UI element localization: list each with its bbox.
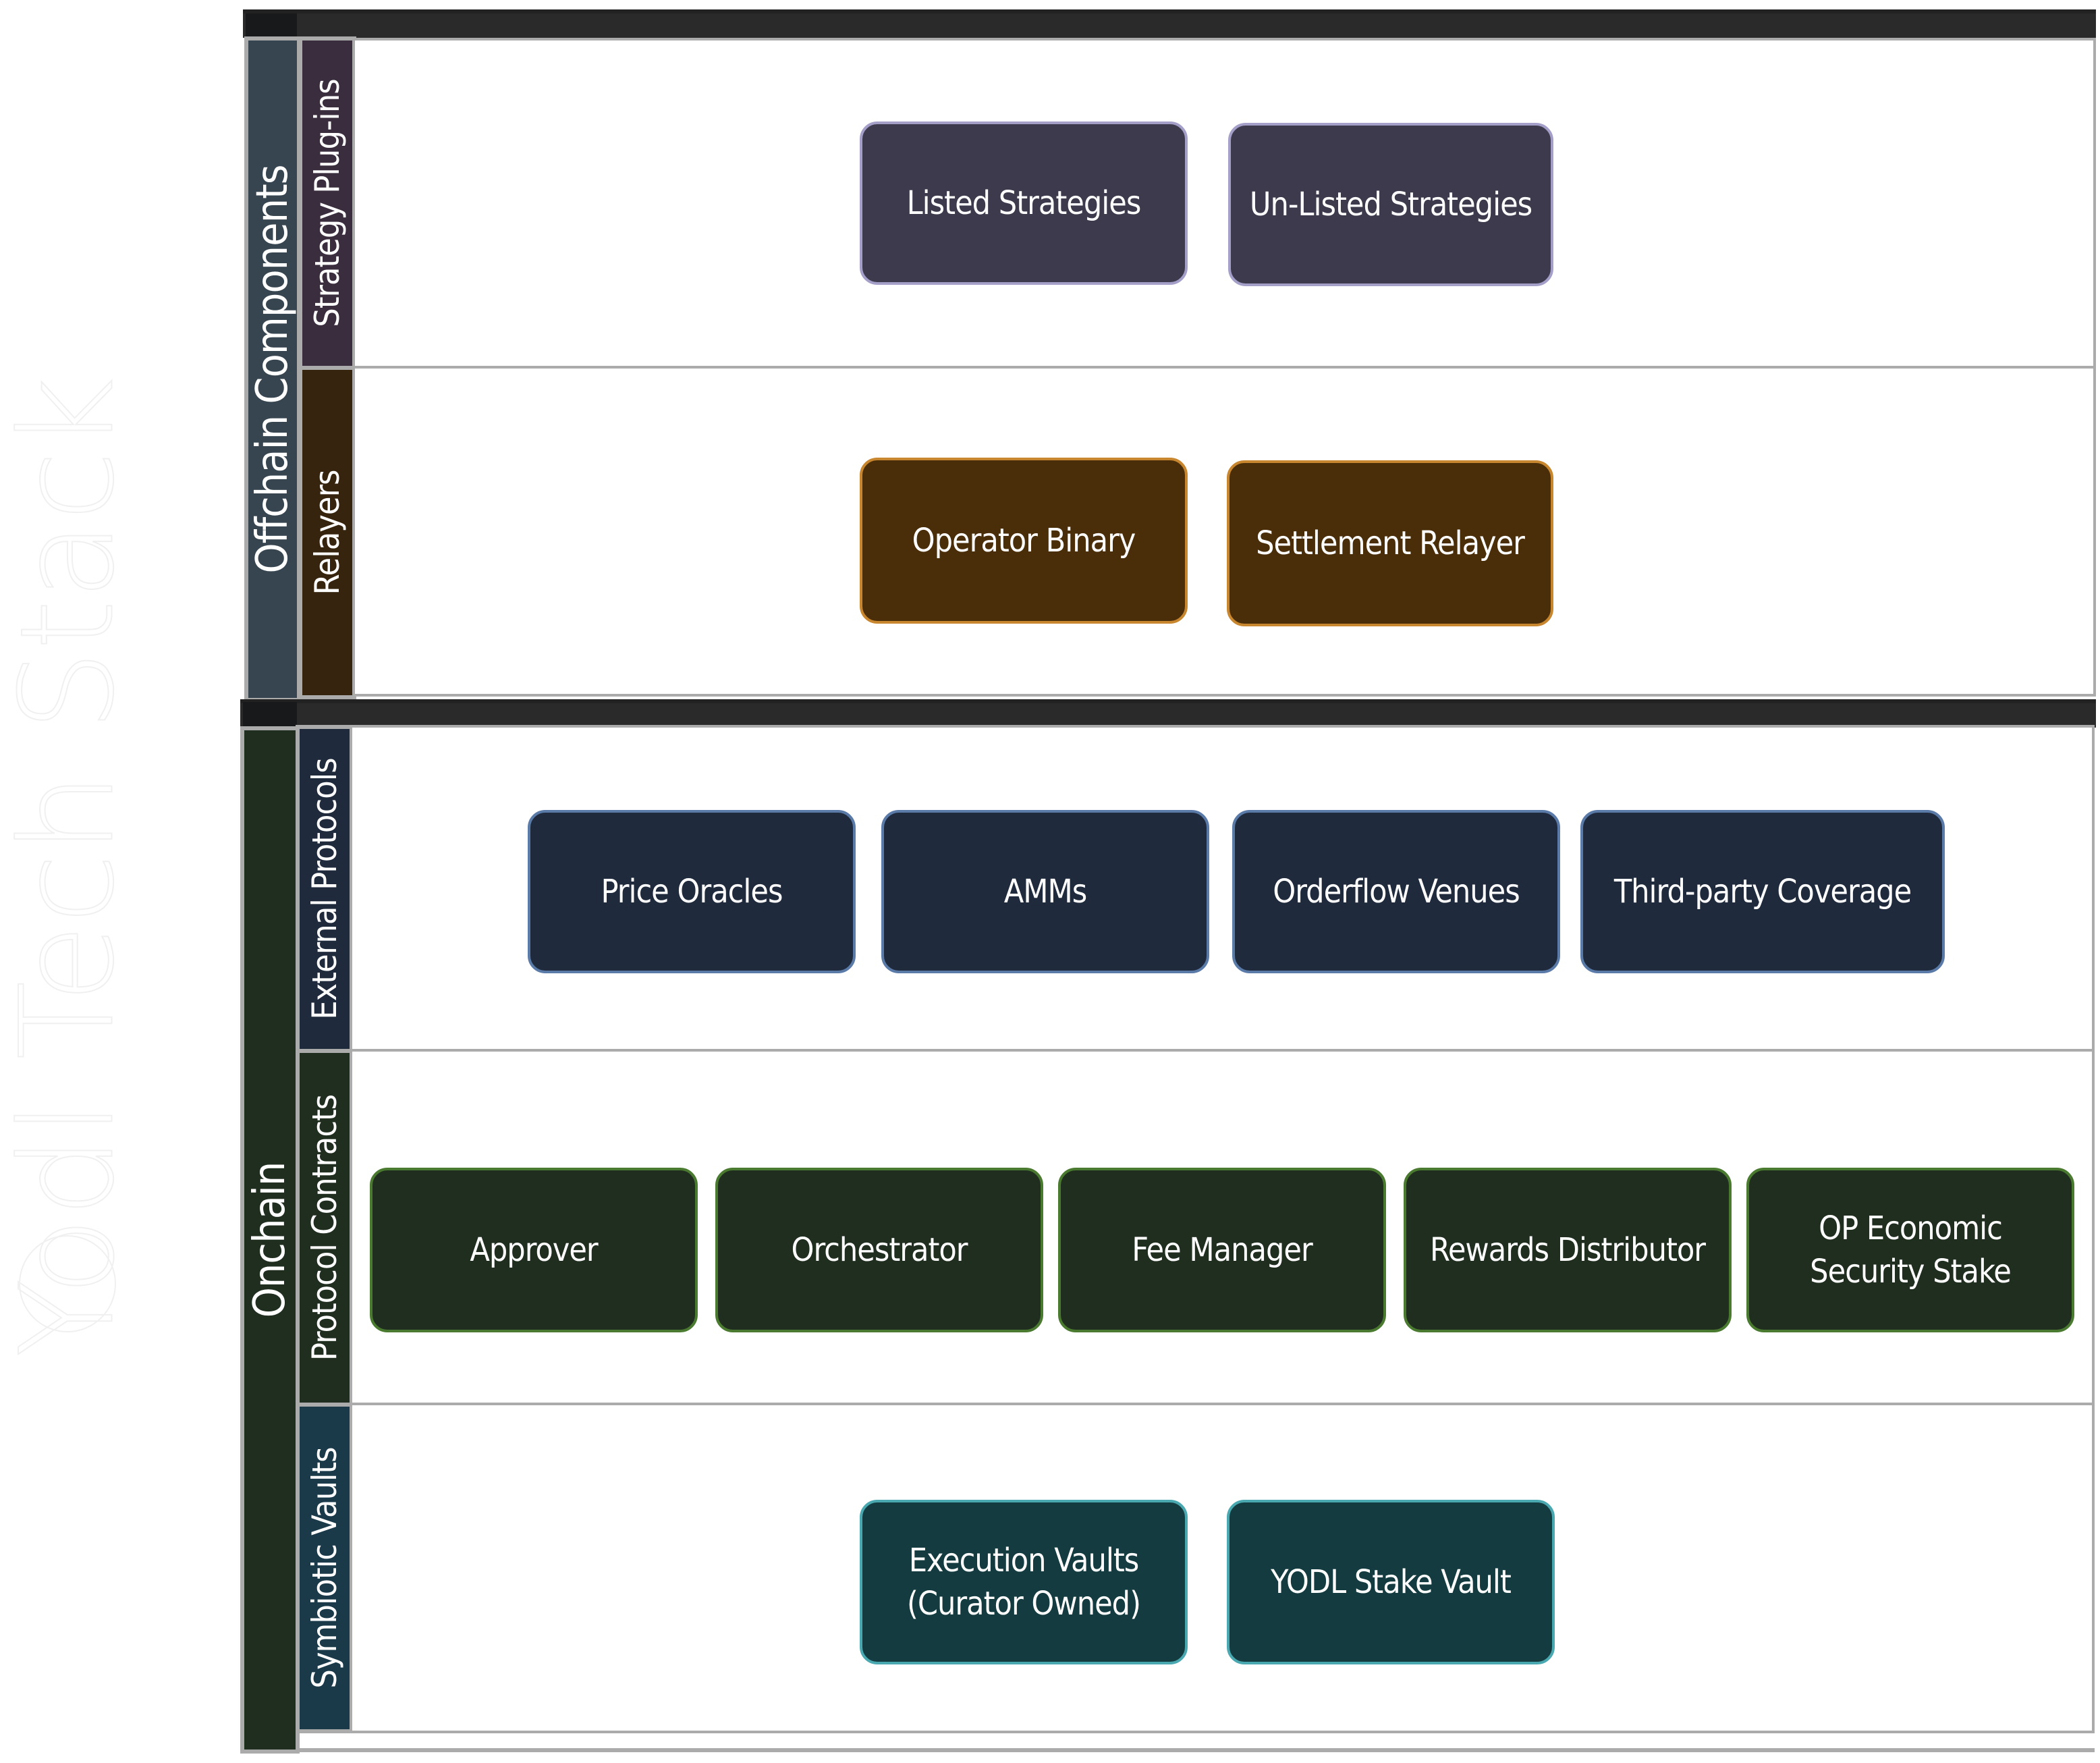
box-unlisted-strategies[interactable]: Un-Listed Strategies — [1228, 123, 1553, 286]
box-orderflow-venues[interactable]: Orderflow Venues — [1232, 810, 1560, 973]
onchain-header-bar — [240, 699, 2096, 728]
row-symbiotic — [350, 1403, 2095, 1733]
box-op-economic-security-stake[interactable]: OP Economic Security Stake — [1746, 1168, 2074, 1332]
row-strategy — [352, 38, 2096, 369]
group-offchain: Offchain Components — [244, 36, 301, 702]
layer-label-external: External Protocols — [305, 758, 344, 1020]
box-settlement-relayer[interactable]: Settlement Relayer — [1227, 460, 1553, 626]
group-onchain: Onchain — [240, 726, 300, 1754]
box-listed-strategies[interactable]: Listed Strategies — [860, 121, 1188, 285]
layer-label-strategy: Strategy Plug-ins — [308, 79, 347, 327]
yodl-logo-icon — [19, 1235, 116, 1332]
box-fee-manager[interactable]: Fee Manager — [1058, 1168, 1386, 1332]
row-relayers — [352, 366, 2096, 697]
box-amms[interactable]: AMMs — [881, 810, 1209, 973]
layer-label-relayers: Relayers — [308, 470, 347, 595]
onchain-bar-cap — [243, 702, 297, 726]
layer-strategy-plugins: Strategy Plug-ins — [298, 36, 356, 370]
layer-label-symbiotic: Symbiotic Vaults — [305, 1447, 344, 1689]
bottom-border — [297, 1748, 2095, 1752]
box-operator-binary[interactable]: Operator Binary — [860, 458, 1188, 624]
group-label-onchain: Onchain — [245, 1162, 295, 1318]
box-price-oracles[interactable]: Price Oracles — [528, 810, 856, 973]
layer-protocol-contracts: Protocol Contracts — [296, 1049, 354, 1407]
layer-label-protocol: Protocol Contracts — [305, 1094, 344, 1361]
layer-external-protocols: External Protocols — [296, 725, 354, 1053]
offchain-header-bar — [243, 9, 2096, 38]
layer-symbiotic-vaults: Symbiotic Vaults — [296, 1403, 354, 1733]
group-label-offchain: Offchain Components — [248, 165, 298, 574]
box-execution-vaults[interactable]: Execution Vaults (Curator Owned) — [860, 1500, 1188, 1664]
layer-relayers: Relayers — [298, 366, 356, 699]
box-third-party-coverage[interactable]: Third-party Coverage — [1580, 810, 1945, 973]
offchain-bar-cap — [246, 13, 297, 36]
box-yodl-stake-vault[interactable]: YODL Stake Vault — [1227, 1500, 1555, 1664]
box-rewards-distributor[interactable]: Rewards Distributor — [1404, 1168, 1732, 1332]
box-approver[interactable]: Approver — [370, 1168, 698, 1332]
box-orchestrator[interactable]: Orchestrator — [715, 1168, 1043, 1332]
